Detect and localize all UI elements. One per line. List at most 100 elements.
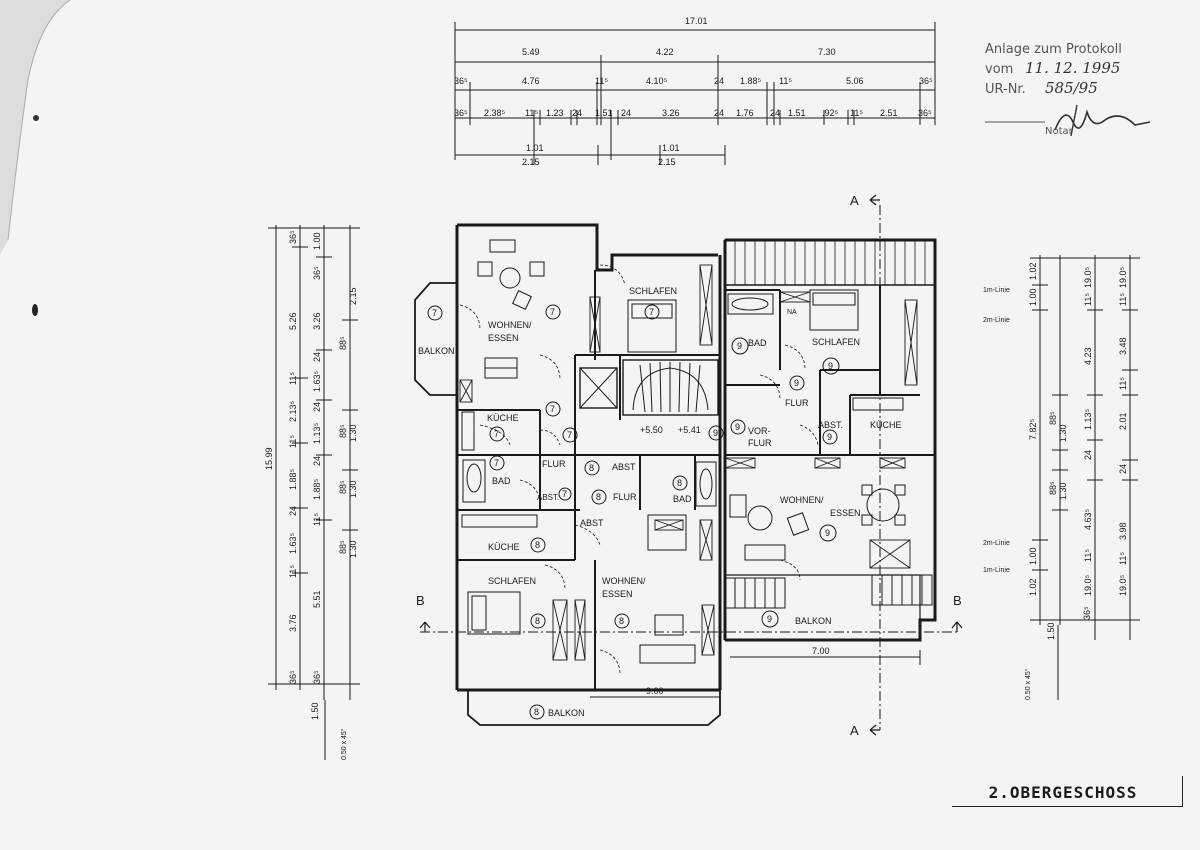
left-dim-c3-3: 88⁵ (338, 424, 348, 438)
roof-hatch (724, 239, 936, 286)
section-a-top: A (850, 193, 859, 208)
right-dim-c1-3: 1.00 (1028, 547, 1038, 565)
room-label-balkon-9: BALKON (795, 616, 832, 626)
interior-walls (457, 270, 935, 690)
right-dim-c3-3: 11⁵ (1118, 377, 1128, 390)
stamp-date-label: vom (985, 62, 1014, 77)
door-swings (459, 264, 819, 676)
linie-label-1: 2m-Linie (983, 317, 1010, 324)
top-dim-r3-9: 1.76 (736, 108, 754, 118)
right-dim-c3-0: 19.0⁵ (1118, 266, 1128, 288)
room-label-flur-7: FLUR (542, 459, 566, 469)
right-dim-c2-0: 19.0⁵ (1083, 266, 1093, 288)
unit-number-7e: 7 (494, 429, 499, 439)
left-dim-c3-2: 1.30 (348, 424, 358, 442)
stamp-date-value: 11. 12. 1995 (1025, 59, 1121, 77)
right-dim-mid-2: 88⁵ (1048, 481, 1058, 495)
room-label-balkon-7: BALKON (418, 346, 455, 356)
room-label-flur-8: FLUR (613, 492, 637, 502)
top-dim-r3-7: 3.26 (662, 108, 680, 118)
room-label-schlafen-8: SCHLAFEN (488, 576, 536, 586)
balcony-8-outline (467, 689, 721, 726)
right-dim-c1-0: 1.02 (1028, 262, 1038, 280)
room-label-wohnen-7: WOHNEN/ (488, 320, 532, 330)
top-dim-r2-1: 4.76 (522, 76, 540, 86)
left-dim-c1-6: 24 (288, 506, 298, 516)
top-dim-r4b-1: 2.15 (658, 157, 676, 167)
left-dim-c1-7: 1.63⁵ (288, 532, 298, 554)
room-label-kueche-8: KÜCHE (488, 542, 520, 552)
room-label-balkon-8: BALKON (548, 708, 585, 718)
notary-signature (985, 104, 1151, 137)
top-dim-r2-0: 36⁵ (454, 76, 468, 86)
unit-number-9c: 9 (794, 378, 799, 388)
top-dim-r1-1: 4.22 (656, 47, 674, 57)
top-dim-r4b-0: 1.01 (662, 143, 680, 153)
linie-label-2: 2m-Linie (983, 540, 1010, 547)
right-dim-c3-8: 19.0⁵ (1118, 574, 1128, 596)
staple-mark (33, 115, 39, 121)
top-dim-r4a-0: 1.01 (526, 143, 544, 153)
room-label-bad-9: BAD (748, 338, 767, 348)
left-dim-c1-2: 11⁵ (288, 372, 298, 385)
section-b-left: B (416, 593, 425, 608)
left-dim-c1-0: 36⁵ (288, 230, 298, 244)
right-dim-c3-4: 2.01 (1118, 412, 1128, 430)
top-dim-r2-7: 5.06 (846, 76, 864, 86)
top-dim-r2-4: 24 (714, 76, 724, 86)
right-dim-c2-2: 4.23 (1083, 347, 1093, 365)
unit-circles (427, 304, 840, 720)
right-dim-c2-4: 24 (1083, 450, 1093, 460)
left-dim-c3-4: 1.30 (348, 480, 358, 498)
room-label-essen-9: ESSEN (830, 508, 861, 518)
unit-number-7a: 7 (550, 307, 555, 317)
elevator (579, 367, 618, 409)
room-label-kueche-7: KÜCHE (487, 413, 519, 423)
left-dim-c2-2: 3.26 (312, 312, 322, 330)
section-lines (420, 205, 960, 730)
top-dim-r3-2: 11⁵ (525, 108, 538, 118)
left-dim-c2-9: 11⁵ (312, 513, 322, 526)
unit-number-7b: 7 (649, 307, 654, 317)
left-dim-total: 15.99 (264, 447, 274, 470)
top-dim-r1-0: 5.49 (522, 47, 540, 57)
level-marker-2: +5.41 (678, 425, 701, 435)
right-dim-c3-2: 3.48 (1118, 337, 1128, 355)
section-arrows (419, 194, 963, 736)
left-dim-c1-8: 11⁵ (288, 565, 298, 578)
left-dim-c1-9: 3.76 (288, 614, 298, 632)
right-dim-c3-7: 11⁵ (1118, 552, 1128, 565)
left-dim-bottom-1: 0.50 x 45° (340, 728, 348, 760)
left-dim-c2-10: 5.51 (312, 590, 322, 608)
left-dim-c3-5: 88⁵ (338, 480, 348, 494)
top-dim-total: 17.01 (685, 16, 708, 26)
paper-curl (0, 0, 70, 255)
unit-number-8d: 8 (535, 540, 540, 550)
right-dim-c1-2: 7.82⁵ (1028, 418, 1038, 440)
wardrobes (459, 264, 918, 661)
room-label-vorflur-9a: VOR- (748, 426, 771, 436)
section-b-right: B (953, 593, 962, 608)
room-label-wohnen-9: WOHNEN/ (780, 495, 824, 505)
right-dim-c1-1: 1.00 (1028, 288, 1038, 306)
right-dim-c3-1: 11⁵ (1118, 293, 1128, 306)
balcony-7-outline (414, 282, 458, 396)
unit-number-8f: 8 (619, 616, 624, 626)
balcony-9-outline (724, 574, 921, 641)
right-dim-mid-1: 1.30 (1058, 424, 1068, 442)
stamp-role: Notar (1045, 126, 1073, 137)
room-label-na: NA (787, 309, 797, 316)
room-label-schlafen-7: SCHLAFEN (629, 286, 677, 296)
unit-number-8c: 8 (677, 478, 682, 488)
section-a-bottom: A (850, 723, 859, 738)
top-dim-r3-5: 1.51 (595, 108, 613, 118)
stamp-ur-value: 585/95 (1045, 79, 1098, 97)
left-dimension-chain (268, 225, 360, 760)
left-dim-c1-10: 36⁵ (288, 670, 298, 684)
stamp-line-1: Anlage zum Protokoll (985, 42, 1122, 57)
right-dim-c2-6: 11⁵ (1083, 549, 1093, 562)
right-dim-c2-3: 1.13⁵ (1083, 408, 1093, 430)
top-dim-r3-4: 24 (572, 108, 582, 118)
linie-label-0: 1m-Linie (983, 287, 1010, 294)
